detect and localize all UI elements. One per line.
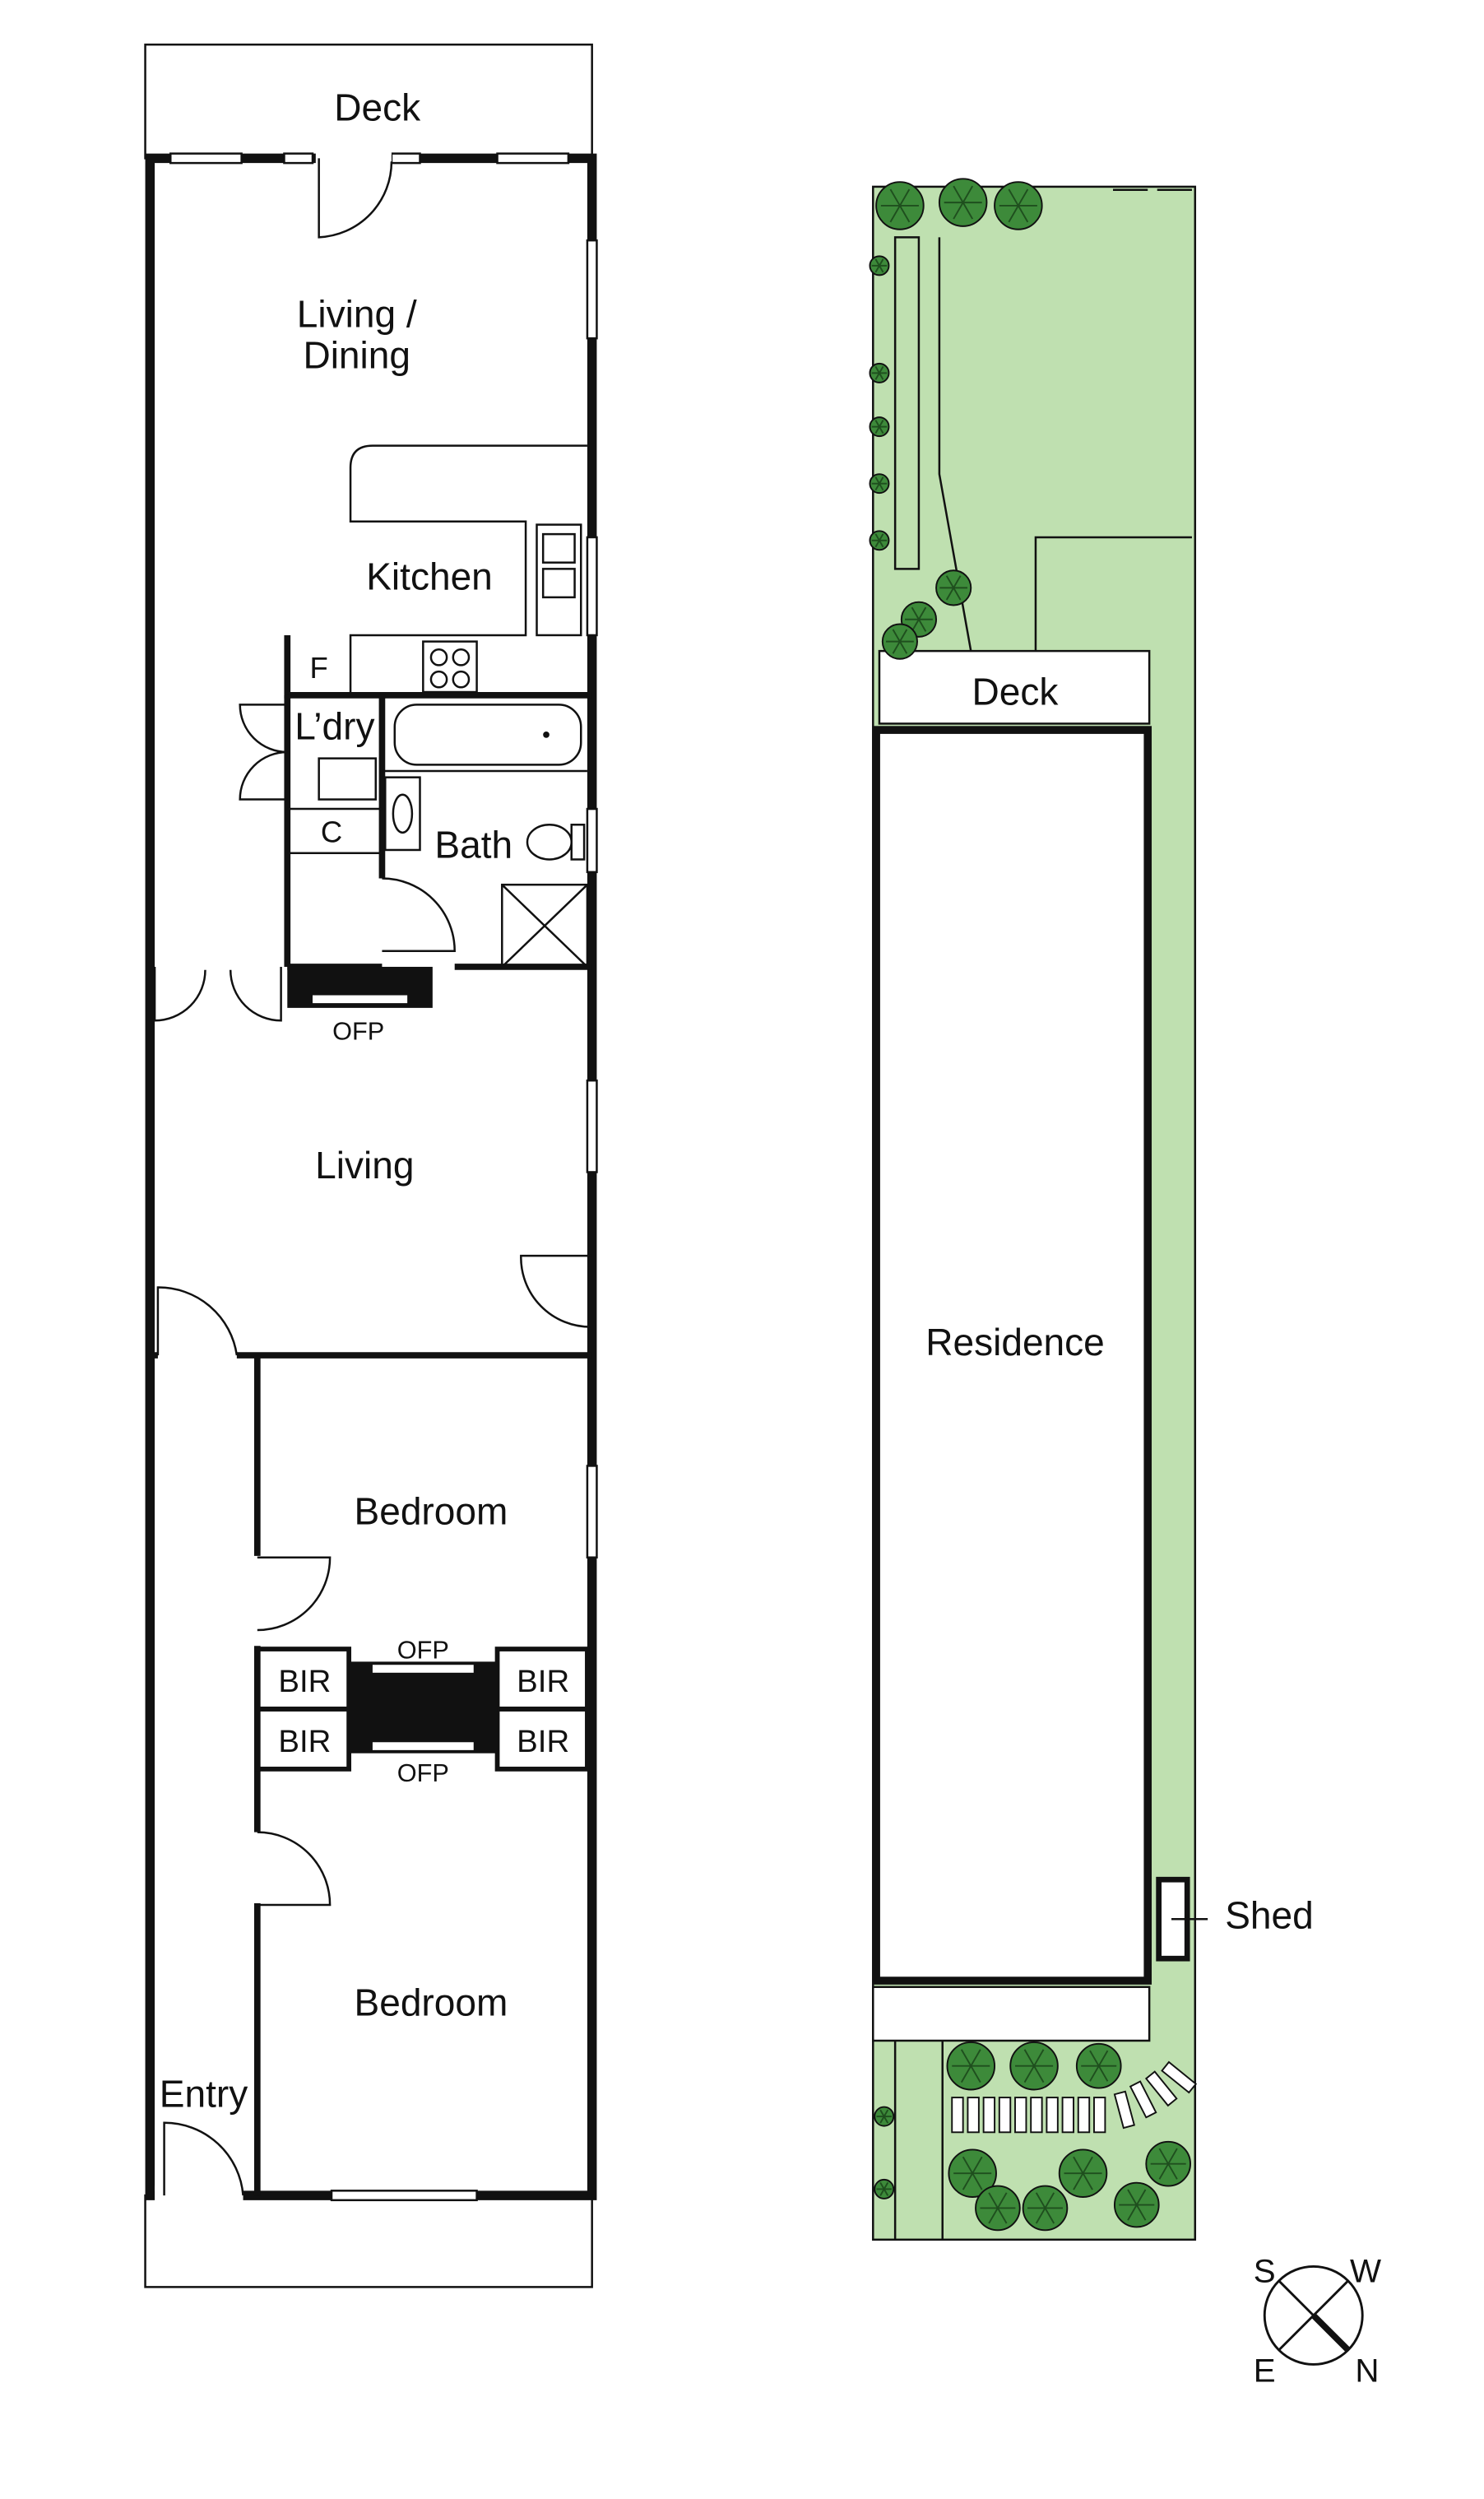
- window: [330, 2190, 478, 2202]
- site-plan: Deck Residence Shed: [869, 178, 1314, 2241]
- paver: [1077, 2097, 1091, 2134]
- compass-w: W: [1350, 2253, 1381, 2290]
- room-label-bedroom: Bedroom: [355, 1981, 508, 2023]
- front-yard-path: [872, 1986, 1151, 2042]
- paver: [1144, 2070, 1178, 2107]
- toilet: [526, 824, 573, 861]
- window: [586, 807, 598, 874]
- window: [169, 152, 243, 165]
- kitchen-bench: [349, 444, 587, 695]
- room-label-living-dining-2: Dining: [303, 334, 410, 377]
- site-label-residence: Residence: [925, 1321, 1105, 1363]
- window: [390, 152, 421, 165]
- site-label-deck: Deck: [972, 670, 1060, 713]
- hall-door: [156, 1286, 239, 1356]
- label-ofp: OFP: [332, 1016, 384, 1045]
- cooktop: [422, 640, 478, 694]
- paver: [967, 2097, 980, 2134]
- floor-plan: Deck Living / Dining Kitchen F L’dry C B…: [144, 43, 598, 2288]
- room-label-living: Living: [315, 1144, 414, 1187]
- label-bir: BIR: [517, 1724, 569, 1759]
- bedroom-2-door: [257, 1831, 332, 1907]
- north-arrow: [1311, 2313, 1351, 2353]
- room-label-bath: Bath: [434, 824, 512, 866]
- room-label-entry: Entry: [160, 2073, 248, 2116]
- compass-s: S: [1254, 2253, 1276, 2290]
- paver: [1093, 2097, 1106, 2134]
- window: [586, 1079, 598, 1173]
- living-side-door: [520, 1254, 592, 1328]
- room-label-kitchen: Kitchen: [366, 555, 493, 597]
- window: [283, 152, 314, 165]
- compass-e: E: [1254, 2353, 1276, 2390]
- window: [586, 1465, 598, 1558]
- laundry-door: [239, 704, 288, 801]
- paver: [1113, 2090, 1135, 2130]
- label-bir: BIR: [517, 1664, 569, 1699]
- bedroom-1-door: [257, 1556, 332, 1632]
- window: [586, 536, 598, 637]
- front-porch: [144, 2194, 593, 2288]
- paver: [1129, 2080, 1157, 2119]
- double-fireplace: [349, 1661, 498, 1753]
- paver: [1161, 2060, 1198, 2094]
- paver: [951, 2097, 964, 2134]
- room-label-deck: Deck: [334, 86, 421, 128]
- paver: [1061, 2097, 1074, 2134]
- paver: [998, 2097, 1012, 2134]
- window: [586, 239, 598, 340]
- compass: S W E N: [1254, 2253, 1381, 2390]
- site-label-shed: Shed: [1225, 1894, 1314, 1937]
- bath-door: [382, 877, 456, 953]
- label-ofp: OFP: [397, 1636, 449, 1665]
- label-ofp: OFP: [397, 1758, 449, 1787]
- sink: [536, 523, 582, 637]
- window: [496, 152, 570, 165]
- rear-door: [318, 158, 393, 239]
- laundry-tub: [318, 757, 378, 801]
- vanity: [384, 776, 421, 852]
- paver: [1014, 2097, 1027, 2134]
- paver: [982, 2097, 996, 2134]
- label-bir: BIR: [278, 1664, 331, 1699]
- pavers: [951, 2060, 1198, 2134]
- outer-wall: [145, 153, 597, 2200]
- label-cupboard: C: [321, 815, 342, 848]
- label-bir: BIR: [278, 1724, 331, 1759]
- paver: [1030, 2097, 1043, 2134]
- room-label-living-dining: Living /: [297, 293, 417, 336]
- trees: [869, 178, 1191, 2232]
- paver: [1046, 2097, 1059, 2134]
- bathtub: [393, 704, 582, 766]
- residence: [872, 726, 1152, 1985]
- entry-door: [163, 2121, 244, 2196]
- label-fridge: F: [310, 651, 328, 685]
- site-deck: [878, 649, 1151, 725]
- room-label-laundry: L’dry: [294, 705, 374, 748]
- room-label-bedroom: Bedroom: [355, 1489, 508, 1532]
- compass-n: N: [1355, 2353, 1379, 2390]
- living-french-doors: [153, 966, 282, 1022]
